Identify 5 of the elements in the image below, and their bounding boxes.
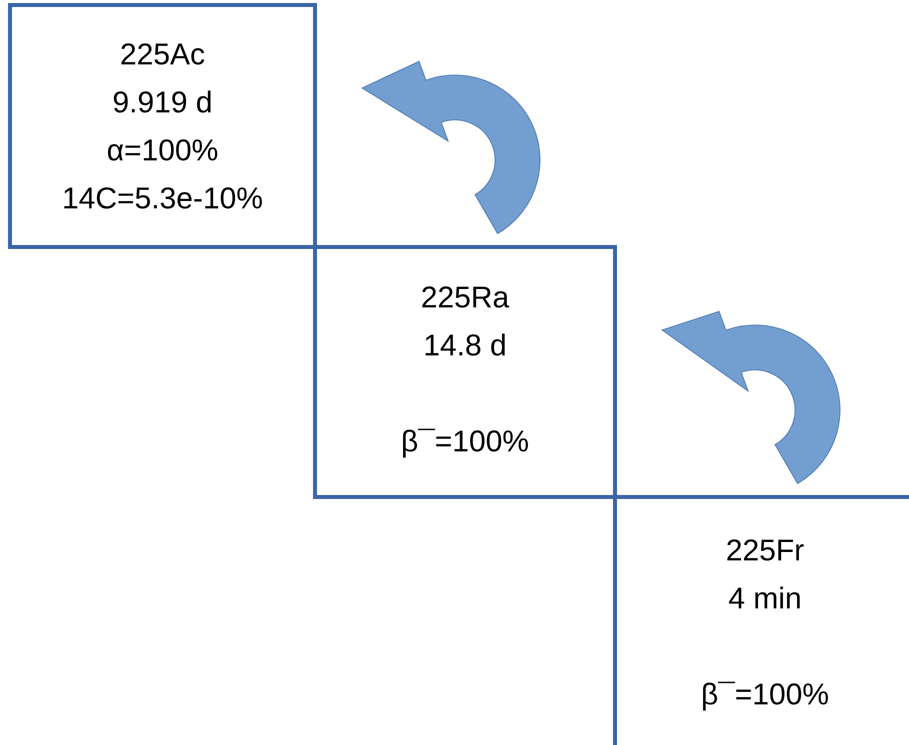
nuclide-box: 225Fr 4 min β¯=100% xyxy=(613,495,909,745)
curved-arrow xyxy=(362,60,540,234)
nuclide-box: 225Ra 14.8 d β¯=100% xyxy=(313,245,617,499)
curved-arrow xyxy=(662,310,840,484)
nuclide-box: 225Ac 9.919 d α=100% 14C=5.3e-10% xyxy=(8,3,317,249)
